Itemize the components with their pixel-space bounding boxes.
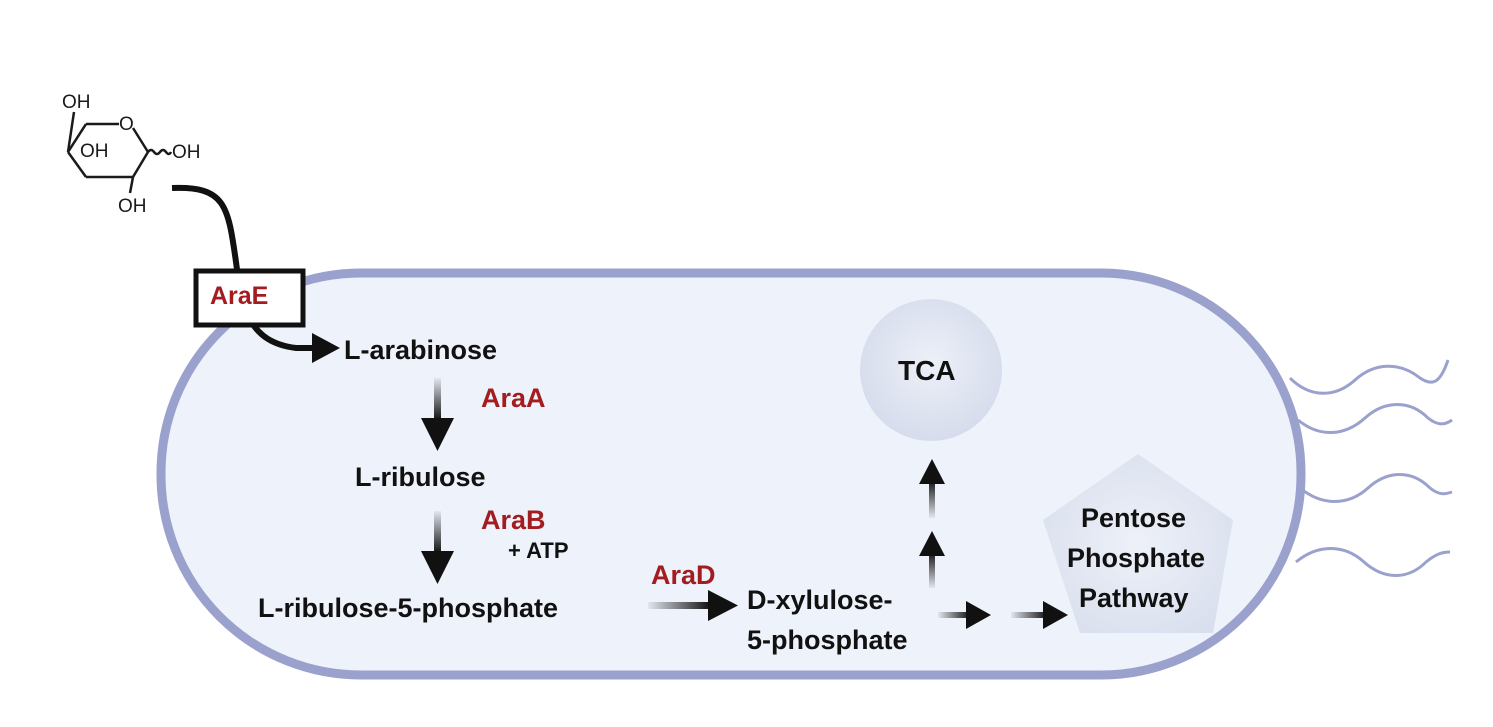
flagella (1288, 359, 1453, 577)
enzyme-araa: AraA (481, 383, 546, 413)
flagellum-3 (1299, 473, 1453, 503)
flagellum-4 (1295, 547, 1451, 577)
metabolite-d-xylulose-line1: D-xylulose- (747, 585, 893, 615)
atom-oh-bottom: OH (118, 196, 147, 217)
pathway-ppp-line2: Phosphate (1067, 543, 1206, 573)
arrow-arabinose-to-ribulose (421, 378, 454, 451)
pathway-ppp-line3: Pathway (1079, 583, 1189, 613)
flagellum-1 (1288, 359, 1450, 395)
tca-node (860, 299, 1002, 441)
metabolite-l-arabinose: L-arabinose (344, 335, 498, 365)
cell-body (156, 268, 1306, 680)
enzyme-arab: AraB (481, 505, 546, 535)
atom-oh-inner: OH (80, 141, 109, 162)
atom-ring-o: O (119, 114, 134, 135)
arrow-to-tca-upper (919, 459, 945, 518)
arae-box (193, 268, 306, 328)
transport-line (171, 184, 320, 351)
arrow-to-ppp-1 (938, 601, 991, 629)
enzyme-arad: AraD (651, 560, 716, 590)
ppp-node (1043, 454, 1233, 633)
pathway-tca: TCA (898, 355, 956, 386)
arrow-to-ppp-2 (1011, 601, 1068, 629)
arrow-arad (648, 590, 738, 621)
arae-label: AraE (210, 282, 269, 310)
atom-oh-top: OH (62, 92, 91, 113)
transport-arrowhead (312, 333, 340, 363)
metabolite-d-xylulose-line2: 5-phosphate (747, 625, 908, 655)
arrow-to-tca-lower (919, 531, 945, 588)
pathway-ppp-line1: Pentose (1081, 503, 1187, 533)
metabolite-l-ribulose: L-ribulose (355, 462, 486, 492)
flagellum-2 (1297, 403, 1453, 434)
arrow-ribulose-to-ribulose5p (421, 511, 454, 584)
arabinose-structure (66, 111, 173, 194)
metabolite-l-ribulose-5-phosphate: L-ribulose-5-phosphate (258, 593, 559, 623)
cofactor-atp: + ATP (508, 538, 569, 563)
atom-oh-right: OH (172, 142, 201, 163)
